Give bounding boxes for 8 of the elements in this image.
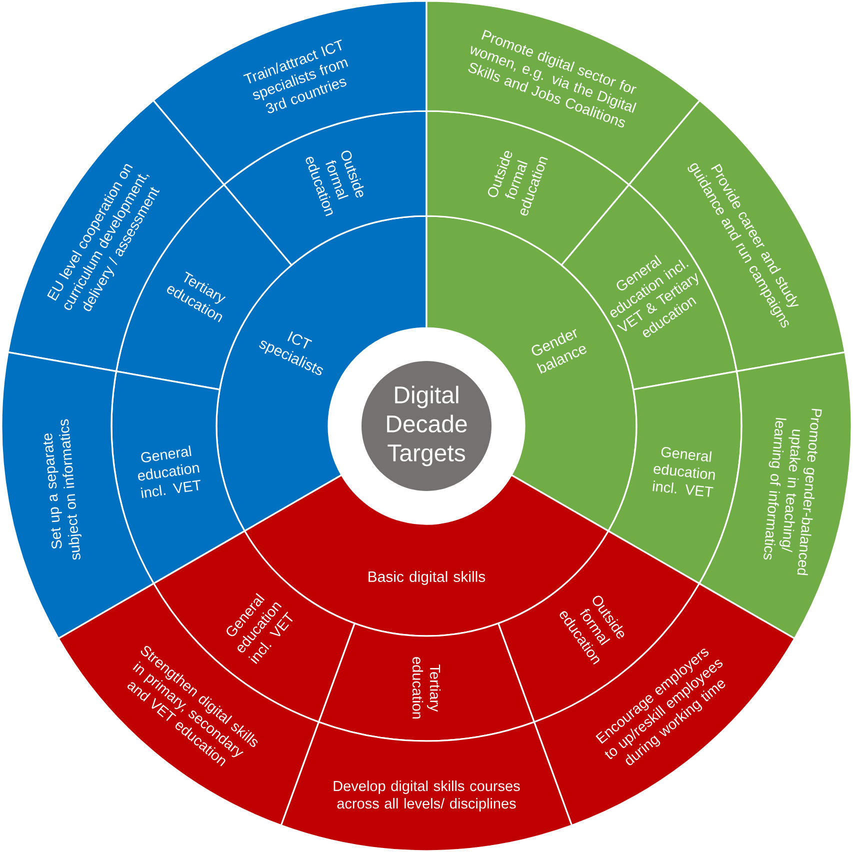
segment-label: Develop digital skills courses across all levels/ disciplines xyxy=(334,780,520,812)
center-label: Digital Decade Targets xyxy=(387,386,467,466)
segment-label: Basic digital skills xyxy=(368,571,486,585)
segment-label: Set up a separate subject on informatics xyxy=(43,419,82,560)
segment-label: Promote gender-balanced uptake in teaching/ learning of informatics xyxy=(764,408,822,576)
segment-label: Tertiary education xyxy=(412,657,441,718)
segment-label: General education incl. VET xyxy=(138,445,200,498)
segment-label: General education incl. VET xyxy=(652,447,715,497)
